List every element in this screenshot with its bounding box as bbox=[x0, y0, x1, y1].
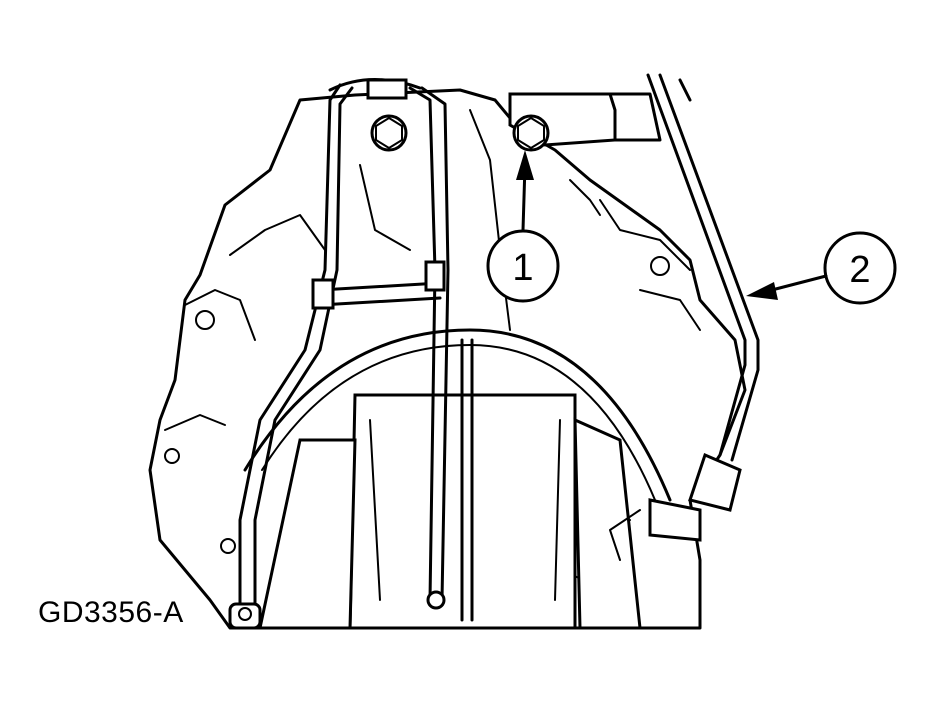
callout-2: 2 bbox=[746, 231, 897, 305]
figure-id: GD3356-A bbox=[38, 596, 184, 629]
bolt-left bbox=[370, 114, 408, 152]
callout-1: 1 bbox=[486, 150, 560, 303]
callout-2-arrowhead bbox=[746, 282, 778, 300]
callout-1-label: 1 bbox=[512, 247, 533, 289]
callout-1-arrowhead bbox=[516, 150, 534, 180]
callout-2-label: 2 bbox=[849, 249, 870, 291]
center-shaft bbox=[258, 393, 642, 630]
cooler-lines bbox=[228, 78, 474, 630]
dipstick-tube bbox=[609, 73, 760, 561]
bolt-right bbox=[508, 92, 662, 152]
